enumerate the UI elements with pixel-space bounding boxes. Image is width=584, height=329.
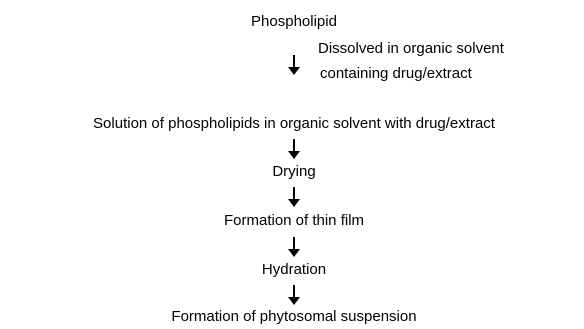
down-arrow-icon [286, 54, 302, 76]
node-solution: Solution of phospholipids in organic sol… [93, 115, 495, 132]
annotation-line-2: containing drug/extract [320, 65, 472, 82]
annotation-line-1: Dissolved in organic solvent [318, 40, 504, 57]
node-thin-film: Formation of thin film [223, 212, 365, 229]
down-arrow-icon [286, 186, 302, 208]
node-hydration: Hydration [261, 261, 327, 278]
down-arrow-icon [286, 138, 302, 160]
down-arrow-icon [286, 284, 302, 306]
node-phytosomal-suspension: Formation of phytosomal suspension [171, 308, 417, 325]
down-arrow-icon [286, 236, 302, 258]
node-drying: Drying [272, 163, 316, 180]
node-phospholipid: Phospholipid [251, 13, 337, 30]
